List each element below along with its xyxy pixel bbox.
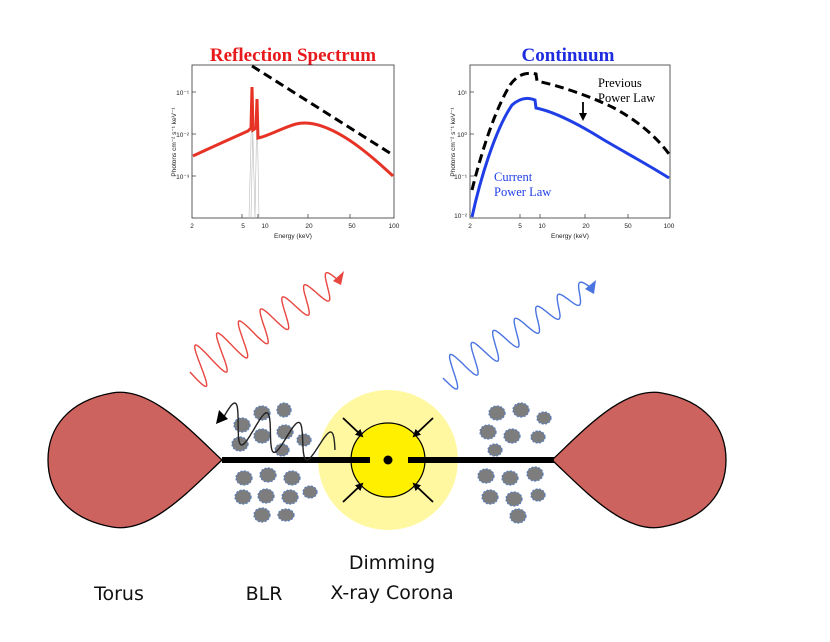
reflection-ytick: 10⁻³ xyxy=(176,174,190,181)
previous-powerlaw-label: Previous xyxy=(598,76,642,90)
corona-label-line2: X-ray Corona xyxy=(330,582,453,604)
reflection-ytick: 10⁻¹ xyxy=(176,90,190,97)
continuum-ytick: 10⁻² xyxy=(454,213,468,220)
left-torus xyxy=(47,391,223,529)
blr-label: BLR xyxy=(246,583,283,605)
accretion-disk-left xyxy=(222,457,370,463)
continuum-y-axis-label: Photons cm⁻² s⁻¹ keV⁻¹ xyxy=(450,107,457,177)
corona-inward-arrows xyxy=(342,417,434,503)
reflection-spectrum-panel: Reflection Spectrum 10⁻¹ 10⁻² 10⁻³ 2 5 1… xyxy=(171,45,400,240)
continuum-tick-marks xyxy=(470,91,629,218)
reflection-x-axis-label: Energy (keV) xyxy=(274,233,312,240)
continuum-title: Continuum xyxy=(522,45,615,66)
reflection-powerlaw-dashed xyxy=(251,64,394,157)
reflection-xtick: 50 xyxy=(348,223,356,230)
continuum-panel: Continuum 10¹ 10⁰ 10⁻¹ 10⁻² 2 5 10 20 50… xyxy=(450,45,675,240)
continuum-xtick: 10 xyxy=(538,223,546,230)
inner-wave-arrowhead xyxy=(216,410,228,424)
continuum-ytick: 10¹ xyxy=(458,90,468,97)
reflection-xtick: 10 xyxy=(261,223,269,230)
previous-powerlaw-curve xyxy=(470,71,671,191)
continuum-xtick: 100 xyxy=(664,223,675,230)
continuum-xtick: 20 xyxy=(582,223,590,230)
current-powerlaw-label: Current xyxy=(494,170,533,184)
current-powerlaw-curve xyxy=(470,96,670,218)
continuum-xray-wave xyxy=(442,281,591,390)
continuum-xtick: 2 xyxy=(468,223,472,230)
corona-label-line1: Dimming xyxy=(349,552,435,574)
reflection-spectrum-title: Reflection Spectrum xyxy=(210,45,376,66)
reflection-ytick: 10⁻² xyxy=(176,132,190,139)
reflection-xtick: 5 xyxy=(241,223,245,230)
continuum-wave-arrowhead xyxy=(585,280,596,294)
reflected-xray-wave xyxy=(189,272,339,388)
torus-label: Torus xyxy=(93,583,144,605)
reflected-wave-arrowhead xyxy=(333,271,344,285)
continuum-plot-frame xyxy=(469,64,671,219)
reflection-y-axis-label: Photons cm⁻² s⁻¹ keV⁻¹ xyxy=(171,107,178,177)
inner-xray-wave xyxy=(221,402,336,461)
current-powerlaw-label: Power Law xyxy=(494,185,551,199)
continuum-xtick: 50 xyxy=(624,223,632,230)
right-torus xyxy=(551,391,727,529)
continuum-ytick: 10⁰ xyxy=(457,131,467,139)
accretion-disk-right xyxy=(408,457,554,463)
previous-powerlaw-label: Power Law xyxy=(598,91,655,105)
reflection-plot-frame xyxy=(191,64,395,219)
continuum-xtick: 5 xyxy=(518,223,522,230)
continuum-x-axis-label: Energy (keV) xyxy=(551,233,589,240)
reflection-xtick: 100 xyxy=(389,223,400,230)
reflection-xtick: 20 xyxy=(305,223,313,230)
reflection-curve xyxy=(192,86,395,178)
reflection-xtick: 2 xyxy=(190,223,194,230)
black-hole xyxy=(383,455,393,465)
reflection-y-ticks-marks xyxy=(192,91,351,218)
continuum-ytick: 10⁻¹ xyxy=(454,174,468,181)
